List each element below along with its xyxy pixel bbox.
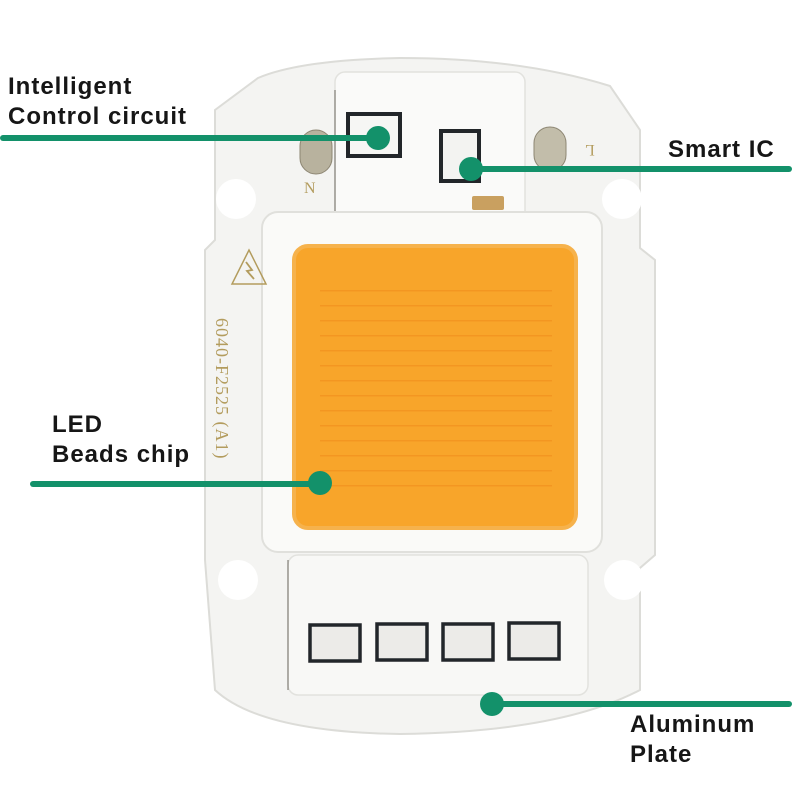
- solder-pad-neutral: [299, 129, 333, 175]
- leader-dot-smart-ic: [459, 157, 483, 181]
- mounting-hole-top-right: [602, 179, 642, 219]
- bottom-component-4: [507, 621, 561, 661]
- leader-line-led-chip: [30, 481, 322, 487]
- neutral-marking: N: [304, 180, 316, 197]
- leader-line-control-circuit: [0, 135, 376, 141]
- callout-line-2: Beads chip: [52, 441, 191, 468]
- solder-pad-live: [533, 126, 567, 172]
- mounting-hole-top-left: [216, 179, 256, 219]
- bottom-component-2: [375, 622, 429, 662]
- led-beads-chip: [292, 244, 578, 530]
- mounting-hole-bottom-left: [218, 560, 258, 600]
- bottom-component-3: [441, 622, 495, 662]
- callout-aluminum-plate: Aluminum Plate: [630, 710, 755, 770]
- mounting-hole-bottom-right: [604, 560, 644, 600]
- callout-line-1: Aluminum: [630, 711, 756, 738]
- led-bead-grid: [320, 290, 552, 487]
- callout-line-2: Plate: [630, 741, 693, 768]
- leader-line-aluminum-plate: [492, 701, 792, 707]
- callout-line-1: LED: [52, 411, 103, 438]
- callout-led-beads-chip: LED Beads chip: [52, 410, 190, 470]
- smd-resistor: [472, 196, 504, 210]
- high-voltage-warning-icon: [230, 248, 268, 285]
- callout-smart-ic: Smart IC: [668, 135, 775, 165]
- callout-line-1: Smart IC: [668, 136, 775, 163]
- model-code: 6040-F2525 (A1): [212, 318, 232, 460]
- callout-intelligent-control-circuit: Intelligent Control circuit: [8, 72, 187, 132]
- callout-line-2: Control circuit: [8, 103, 188, 130]
- callout-line-1: Intelligent: [8, 73, 133, 100]
- live-marking: L: [585, 141, 595, 158]
- leader-dot-aluminum-plate: [480, 692, 504, 716]
- leader-line-smart-ic: [470, 166, 792, 172]
- bottom-component-1: [308, 623, 362, 663]
- leader-dot-led-chip: [308, 471, 332, 495]
- leader-dot-control-circuit: [366, 126, 390, 150]
